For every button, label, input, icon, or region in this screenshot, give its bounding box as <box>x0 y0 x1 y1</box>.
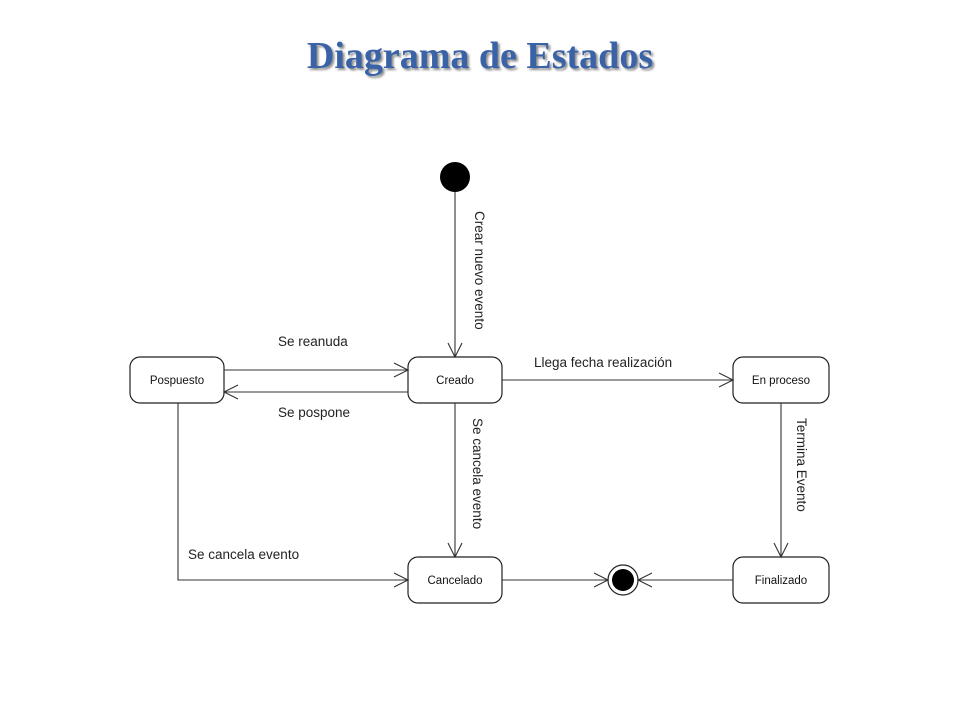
transition-label: Se pospone <box>278 405 350 420</box>
initial-node <box>440 162 470 192</box>
state-label: Finalizado <box>755 575 807 587</box>
state-cancelado: Cancelado <box>407 556 503 604</box>
transition-pospone: Se pospone <box>222 384 408 420</box>
state-label: Pospuesto <box>150 375 204 387</box>
transition-cancela-creado: Se cancela evento <box>447 403 485 559</box>
state-label: En proceso <box>752 375 810 387</box>
transition-label: Termina Evento <box>794 418 809 512</box>
transition-cancela-pospuesto: Se cancela evento <box>177 403 410 588</box>
transition-label: Se cancela evento <box>188 547 299 562</box>
state-creado: Creado <box>407 356 503 404</box>
transition-cancelado-final <box>502 572 610 588</box>
transition-termina: Termina Evento <box>773 403 809 559</box>
transition-llega-fecha: Llega fecha realización <box>502 355 735 388</box>
state-en-proceso: En proceso <box>732 356 830 404</box>
transition-label: Crear nuevo evento <box>472 211 487 330</box>
state-label: Cancelado <box>428 575 483 587</box>
state-pospuesto: Pospuesto <box>129 356 225 404</box>
slide-title: Diagrama de Estados <box>306 35 654 77</box>
state-finalizado: Finalizado <box>732 556 830 604</box>
transition-finalizado-final <box>636 572 733 588</box>
transition-reanuda: Se reanuda <box>224 334 410 378</box>
transition-label: Llega fecha realización <box>534 355 672 370</box>
transition-label: Se reanuda <box>278 334 348 349</box>
state-label: Creado <box>436 375 474 387</box>
transition-crear: Crear nuevo evento <box>447 192 487 359</box>
transition-label: Se cancela evento <box>470 418 485 529</box>
final-node <box>607 564 639 596</box>
